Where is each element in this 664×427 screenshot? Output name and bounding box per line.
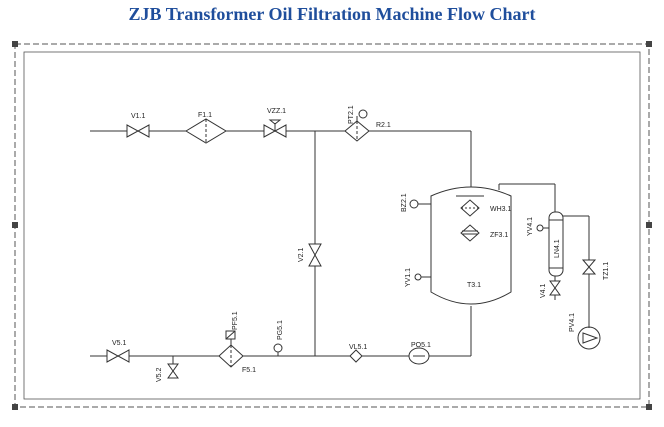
svg-text:YV4.1: YV4.1 [527, 217, 534, 236]
diagram-title: ZJB Transformer Oil Filtration Machine F… [128, 4, 536, 24]
svg-text:V4.1: V4.1 [540, 283, 547, 298]
svg-text:TZ1.1: TZ1.1 [603, 262, 610, 280]
svg-text:F5.1: F5.1 [242, 367, 256, 374]
vacuum-line: TZ1.1 [563, 215, 610, 328]
bottom-line [90, 306, 472, 357]
svg-text:F1.1: F1.1 [198, 112, 212, 119]
frame-inner [23, 51, 641, 400]
check-valve-vl5-1: VL5.1 [349, 344, 367, 363]
svg-text:VL5.1: VL5.1 [349, 344, 367, 351]
vapor-line [498, 183, 556, 212]
svg-text:V1.1: V1.1 [131, 113, 146, 120]
heat-exchanger-r2-1: PT2.1 R2.1 [344, 105, 391, 142]
frame-markers [12, 41, 652, 410]
svg-text:V5.1: V5.1 [112, 340, 127, 347]
valve-vzz-1: VZZ.1 [263, 108, 287, 138]
level-yv1-1: YV1.1 [405, 268, 431, 287]
level-yv4-1: YV4.1 [527, 217, 549, 236]
svg-text:R2.1: R2.1 [376, 122, 391, 129]
vacuum-pump-pv4-1: PV4.1 [569, 313, 601, 350]
svg-text:YV1.1: YV1.1 [405, 268, 412, 287]
oil-pump-po5-1: PO5.1 [408, 342, 431, 365]
top-line [90, 130, 472, 187]
tank-t3-1: T3.1 [430, 186, 512, 305]
separator-ln4-1: LN4.1 [548, 211, 564, 277]
svg-text:V5.2: V5.2 [156, 367, 163, 382]
valve-v1-1: V1.1 [126, 113, 150, 138]
gauge-pg5-1: PG5.1 [273, 320, 284, 356]
evaporator-zf3-1: ZF3.1 [460, 224, 508, 242]
svg-text:PO5.1: PO5.1 [411, 342, 431, 349]
svg-text:PV4.1: PV4.1 [569, 313, 576, 332]
svg-text:WH3.1: WH3.1 [490, 206, 512, 213]
valve-v4-1: V4.1 [540, 276, 561, 300]
svg-text:PG5.1: PG5.1 [277, 320, 284, 340]
svg-text:BZ2.1: BZ2.1 [401, 193, 408, 212]
svg-text:PF5.1: PF5.1 [232, 311, 239, 330]
frame-outer [14, 43, 650, 408]
svg-text:VZZ.1: VZZ.1 [267, 108, 286, 115]
svg-text:T3.1: T3.1 [467, 282, 481, 289]
svg-text:PT2.1: PT2.1 [348, 105, 355, 124]
svg-text:LN4.1: LN4.1 [554, 239, 561, 258]
valve-v2-1-line: V2.1 [298, 131, 322, 356]
valve-v5-2: V5.2 [156, 356, 179, 382]
valve-v5-1: V5.1 [106, 340, 130, 363]
svg-text:V2.1: V2.1 [298, 247, 305, 262]
gauge-bz2-1: BZ2.1 [401, 193, 431, 212]
filter-f5-1: PF5.1 F5.1 [218, 311, 256, 374]
svg-text:ZF3.1: ZF3.1 [490, 232, 508, 239]
heater-wh3-1: WH3.1 [460, 199, 512, 217]
filter-f1-1: F1.1 [185, 112, 227, 144]
